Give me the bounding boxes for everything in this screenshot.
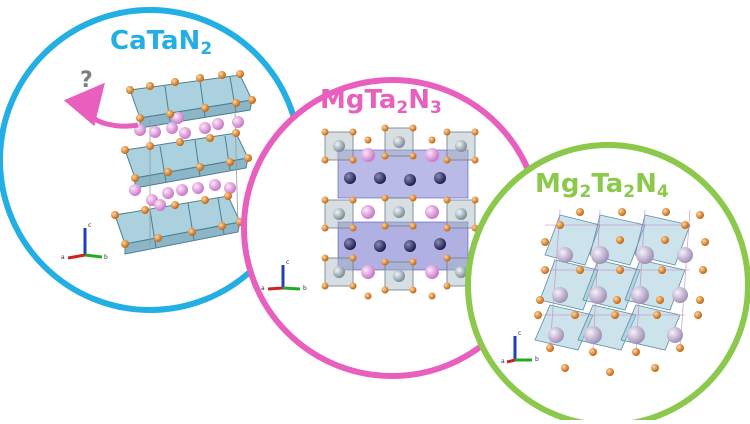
axis-label-b: b <box>104 254 108 261</box>
title-catan2: CaTaN2 <box>110 26 213 59</box>
axis-triad-icon <box>267 265 301 291</box>
panel-mg2ta2n4 <box>465 142 750 424</box>
bixbyite-structure <box>321 124 479 300</box>
curved-arrow-icon <box>63 82 139 129</box>
layered-structure <box>111 70 256 255</box>
calcium-atoms <box>129 112 244 211</box>
axis-triad-icon <box>506 336 532 364</box>
panel-mgta2n3 <box>241 77 543 379</box>
rocksalt-structure <box>534 208 709 376</box>
axis-label-b: b <box>303 285 307 292</box>
title-mg2ta2n4: Mg2Ta2N4 <box>535 169 669 202</box>
axis-label-c: c <box>518 330 522 337</box>
axis-label-c: c <box>88 222 92 229</box>
axis-triad-icon <box>67 228 103 260</box>
panel-catan2 <box>0 7 303 313</box>
axis-label-a: a <box>501 358 505 365</box>
axis-label-a: a <box>261 285 265 292</box>
title-mgta2n3: MgTa2N3 <box>320 85 442 118</box>
question-mark: ? <box>80 68 93 93</box>
axis-label-a: a <box>61 254 65 261</box>
axis-label-c: c <box>286 259 290 266</box>
ring-mg2ta2n4 <box>465 142 750 424</box>
axis-label-b: b <box>535 356 539 363</box>
